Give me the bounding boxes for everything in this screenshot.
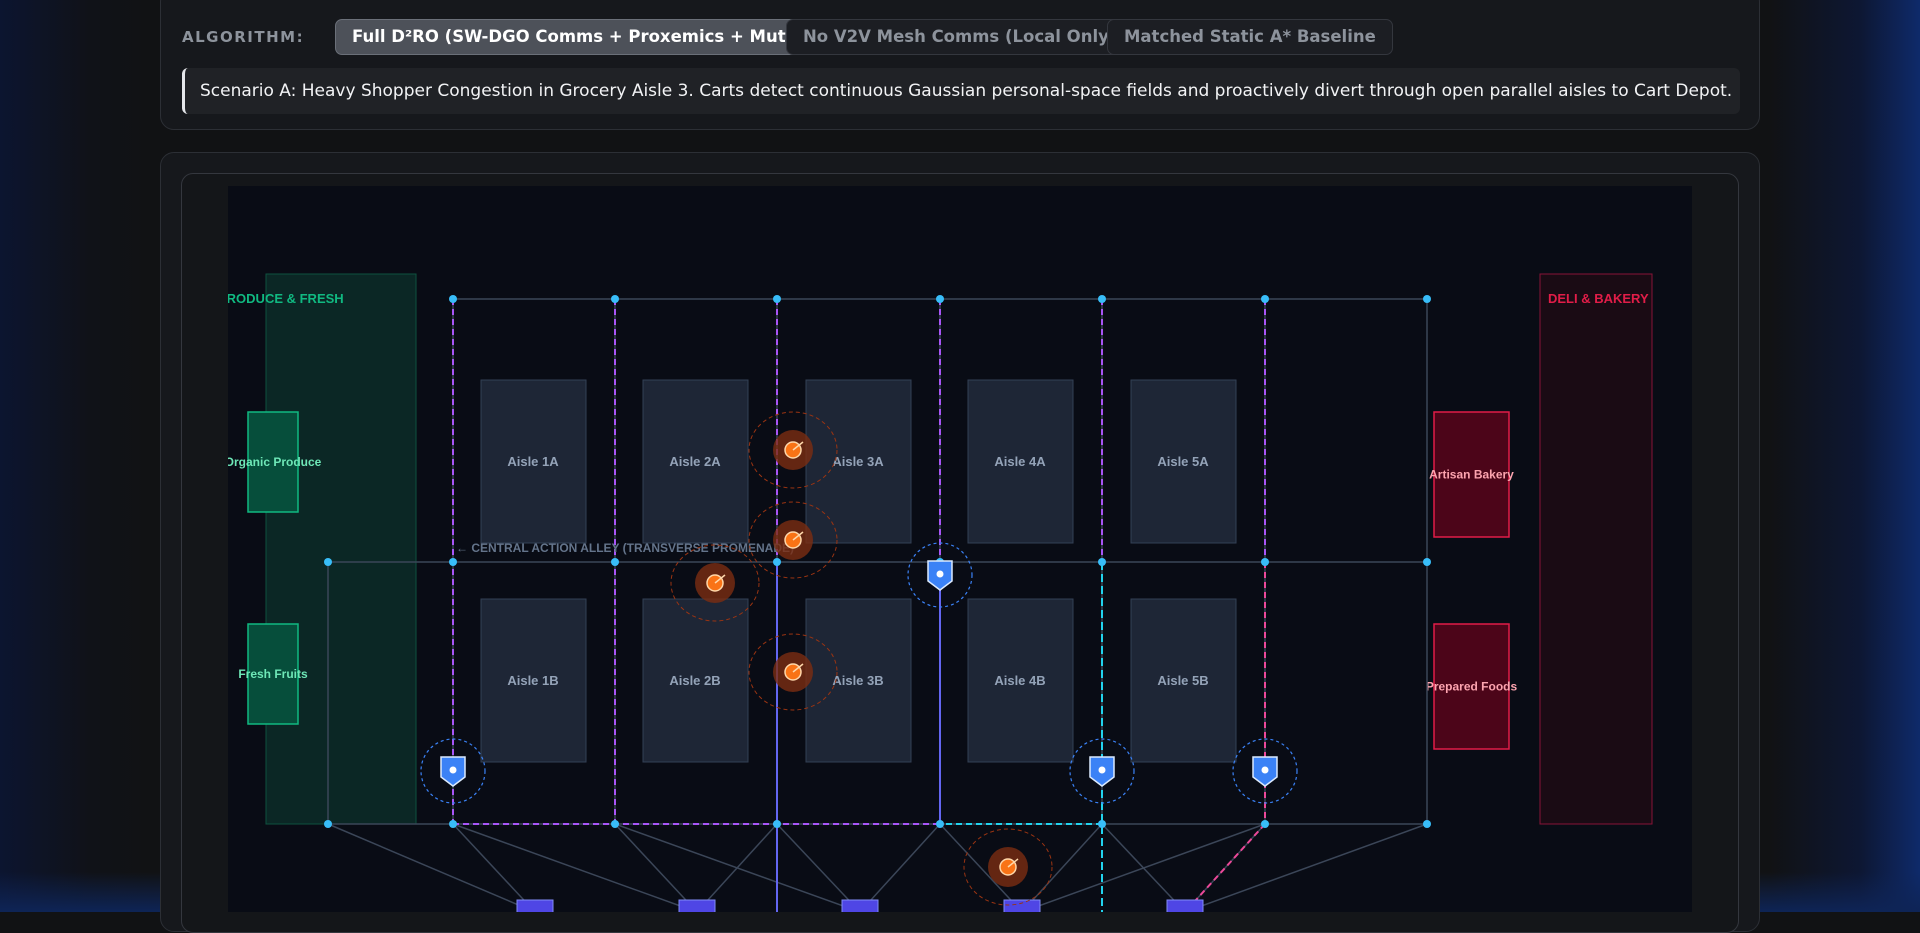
waypoint-node-icon	[611, 558, 619, 566]
algorithm-label: ALGORITHM:	[182, 28, 305, 46]
aisle-block	[967, 379, 1074, 544]
depot-edge	[1184, 823, 1428, 912]
shopper-heading	[714, 574, 726, 584]
aisle-label: Aisle 4B	[994, 673, 1045, 688]
aisle-block	[642, 379, 749, 544]
shopper-heading	[792, 663, 804, 673]
aisle-label: Aisle 1A	[507, 454, 559, 469]
aisle-block	[642, 598, 749, 763]
aisle-label: Aisle 2A	[669, 454, 721, 469]
station-label-fruits: Fresh Fruits	[238, 667, 308, 681]
depot-edge	[452, 823, 698, 912]
algorithm-option-1[interactable]: Full D²RO (SW-DGO Comms + Proxemics + Mu…	[335, 19, 832, 55]
station-label-organic: Organic Produce	[228, 455, 322, 469]
cart-safety-radius	[907, 542, 973, 608]
waypoint-node-icon	[773, 558, 781, 566]
waypoint-node-icon	[324, 558, 332, 566]
depot-edge	[1021, 823, 1266, 912]
cart-safety-radius	[1069, 738, 1135, 804]
algorithm-option-2[interactable]: No V2V Mesh Comms (Local Only)	[786, 19, 1134, 55]
scenario-description: Scenario A: Heavy Shopper Congestion in …	[182, 68, 1740, 114]
cart-safety-radius	[420, 738, 486, 804]
waypoint-node-icon	[773, 295, 781, 303]
waypoint-node-icon	[449, 558, 457, 566]
depot-edge	[614, 823, 698, 912]
control-panel: ALGORITHM: Full D²RO (SW-DGO Comms + Pro…	[160, 0, 1760, 130]
waypoint-node-icon	[611, 295, 619, 303]
central-alley-label: ← CENTRAL ACTION ALLEY (TRANSVERSE PROME…	[456, 541, 794, 555]
background-glow-right	[1770, 0, 1920, 912]
aisle-label: Aisle 5A	[1157, 454, 1209, 469]
waypoint-node-icon	[449, 295, 457, 303]
waypoint-node-icon	[1423, 295, 1431, 303]
aisle-block	[1130, 598, 1237, 763]
waypoint-node-icon	[1261, 295, 1269, 303]
aisle-block	[805, 379, 912, 544]
personal-space-field	[670, 544, 760, 622]
waypoint-node-icon	[1423, 558, 1431, 566]
aisle-block	[967, 598, 1074, 763]
waypoint-node-icon	[773, 820, 781, 828]
station-bakery	[1433, 411, 1510, 538]
algorithm-option-3[interactable]: Matched Static A* Baseline	[1107, 19, 1393, 55]
produce-zone	[265, 273, 417, 825]
store-floor-map[interactable]: PRODUCE & FRESH DELI & BAKERY Organic Prod…	[228, 186, 1692, 912]
map-background	[228, 186, 1692, 912]
aisle-label: Aisle 3A	[832, 454, 884, 469]
waypoint-node-icon	[1261, 820, 1269, 828]
cart-depot-icon	[1166, 899, 1204, 912]
depot-edge	[452, 823, 536, 912]
shopper-heading	[792, 441, 804, 451]
cart-center-dot	[449, 766, 457, 774]
cart-depot-icon	[1003, 899, 1041, 912]
station-label-prepared: Prepared Foods	[1426, 680, 1518, 694]
cart-depot-icon	[516, 899, 554, 912]
personal-space-field	[748, 501, 838, 579]
personal-space-field	[963, 828, 1053, 906]
depot-edge	[696, 823, 778, 912]
cart-center-dot	[1261, 766, 1269, 774]
waypoint-node-icon	[611, 820, 619, 828]
deli-zone-label: DELI & BAKERY	[1548, 291, 1649, 306]
aisle-label: Aisle 3B	[832, 673, 883, 688]
waypoint-node-icon	[1098, 820, 1106, 828]
waypoint-node-icon	[1098, 558, 1106, 566]
aisle-label: Aisle 1B	[507, 673, 558, 688]
aisle-block	[1130, 379, 1237, 544]
cart-safety-radius	[1232, 738, 1298, 804]
waypoint-node-icon	[936, 295, 944, 303]
station-fruits	[247, 623, 299, 725]
cart-center-dot	[936, 570, 944, 578]
background-glow-left	[0, 0, 150, 912]
waypoint-node-icon	[1423, 820, 1431, 828]
station-prepared	[1433, 623, 1510, 750]
personal-space-field	[748, 633, 838, 711]
depot-edge	[859, 823, 941, 912]
aisle-label: Aisle 4A	[994, 454, 1046, 469]
aisle-label: Aisle 5B	[1157, 673, 1208, 688]
station-organic	[247, 411, 299, 513]
depot-edge	[327, 823, 536, 912]
waypoint-node-icon	[449, 820, 457, 828]
cart-depot-icon	[841, 899, 879, 912]
station-label-bakery: Artisan Bakery	[1429, 468, 1514, 482]
waypoint-node-icon	[1261, 558, 1269, 566]
shopper-heading	[1007, 858, 1019, 868]
cart-center-dot	[1098, 766, 1106, 774]
cart-depot-icon	[678, 899, 716, 912]
waypoint-node-icon	[936, 820, 944, 828]
deli-zone	[1539, 273, 1653, 825]
depot-edge	[776, 823, 861, 912]
produce-zone-label: PRODUCE & FRESH	[228, 291, 344, 306]
personal-space-field	[748, 411, 838, 489]
depot-edge	[939, 823, 1023, 912]
depot-edge	[1184, 823, 1266, 912]
aisle-block	[480, 379, 587, 544]
waypoint-node-icon	[1098, 295, 1106, 303]
waypoint-node-icon	[324, 820, 332, 828]
shopper-heading	[792, 531, 804, 541]
aisle-label: Aisle 2B	[669, 673, 720, 688]
aisle-block	[480, 598, 587, 763]
